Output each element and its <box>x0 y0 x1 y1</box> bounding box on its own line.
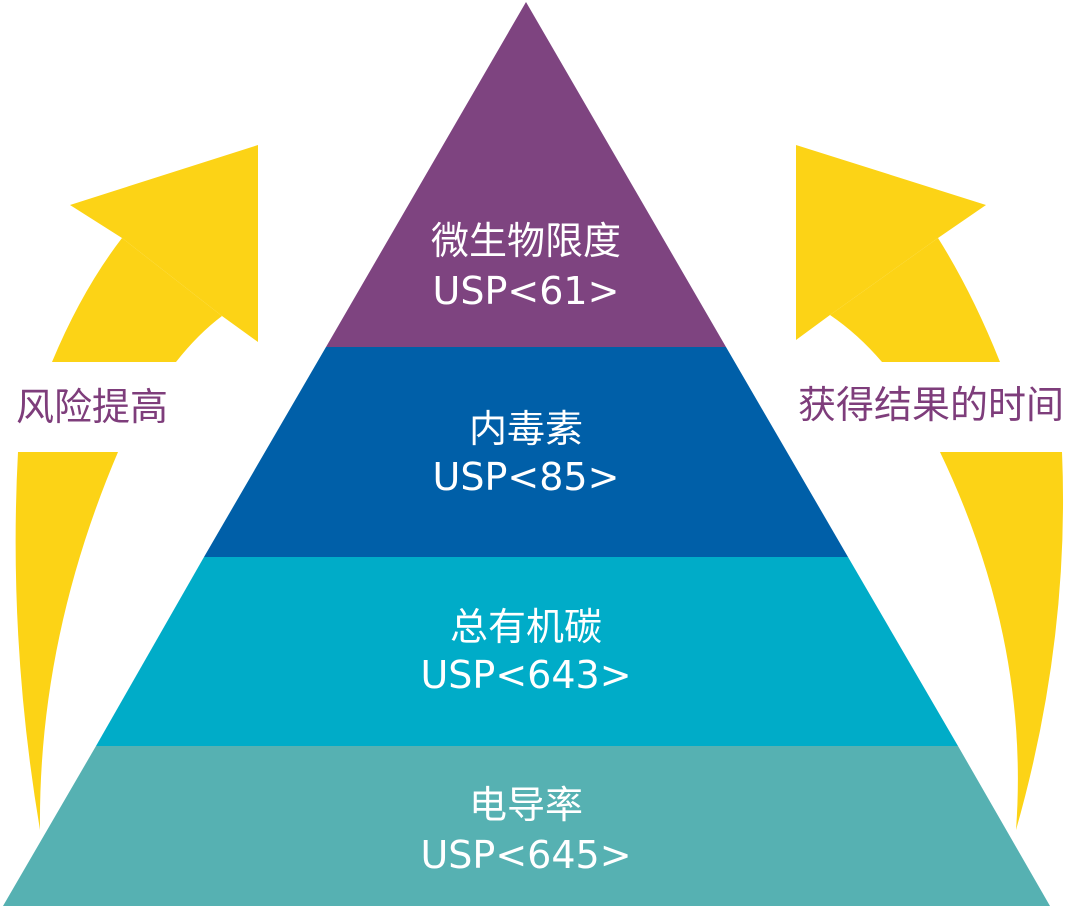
left-arrow-label: 风险提高 <box>16 385 168 429</box>
right-arrow <box>796 145 1064 830</box>
pyramid-tier-1 <box>326 2 726 347</box>
tier-2-standard: USP<85> <box>433 455 620 499</box>
tier-labels: 微生物限度 USP<61> 内毒素 USP<85> 总有机碳 USP<643> … <box>420 219 631 877</box>
tier-4-standard: USP<645> <box>420 833 631 877</box>
tier-2-name: 内毒素 <box>469 407 583 451</box>
right-arrow-shaft-lower <box>940 452 1064 830</box>
right-arrow-head <box>796 145 986 340</box>
pyramid-tier-3 <box>96 557 958 746</box>
right-arrow-shaft-upper <box>830 238 1000 362</box>
pyramid-tier-2 <box>204 347 848 557</box>
pyramid-tier-4 <box>3 746 1050 906</box>
tier-4-name: 电导率 <box>469 783 583 827</box>
tier-3-name: 总有机碳 <box>450 605 602 649</box>
tier-1-standard: USP<61> <box>433 269 620 313</box>
tier-3-standard: USP<643> <box>420 653 631 697</box>
tier-1-name: 微生物限度 <box>431 219 621 263</box>
pyramid <box>3 2 1050 906</box>
right-arrow-label: 获得结果的时间 <box>798 383 1064 427</box>
left-arrow-shaft-lower <box>15 452 118 830</box>
left-arrow-head <box>70 145 258 342</box>
left-arrow-shaft-upper <box>52 238 222 362</box>
left-arrow <box>15 145 258 830</box>
